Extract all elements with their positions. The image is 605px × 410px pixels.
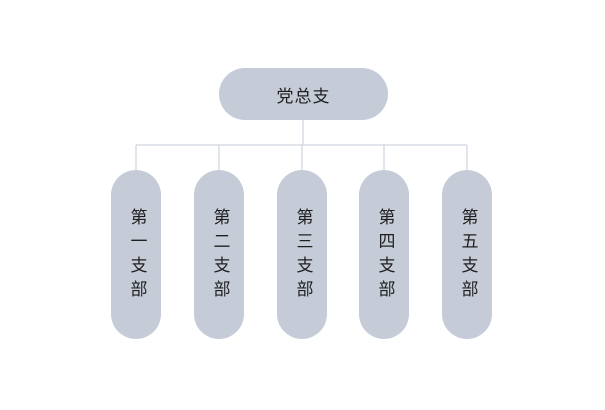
child-node-2: 第二支部 [194, 170, 244, 339]
child-node-label-2: 第二支部 [209, 207, 230, 304]
child-node-label-4: 第四支部 [374, 207, 395, 304]
root-node: 党总支 [219, 68, 388, 120]
child-node-4: 第四支部 [359, 170, 409, 339]
child-node-1: 第一支部 [111, 170, 161, 339]
child-node-label-5: 第五支部 [457, 207, 478, 304]
root-node-label: 党总支 [276, 86, 331, 107]
child-node-label-1: 第一支部 [126, 207, 147, 304]
child-node-label-3: 第三支部 [292, 207, 313, 304]
child-node-5: 第五支部 [442, 170, 492, 339]
child-node-3: 第三支部 [277, 170, 327, 339]
